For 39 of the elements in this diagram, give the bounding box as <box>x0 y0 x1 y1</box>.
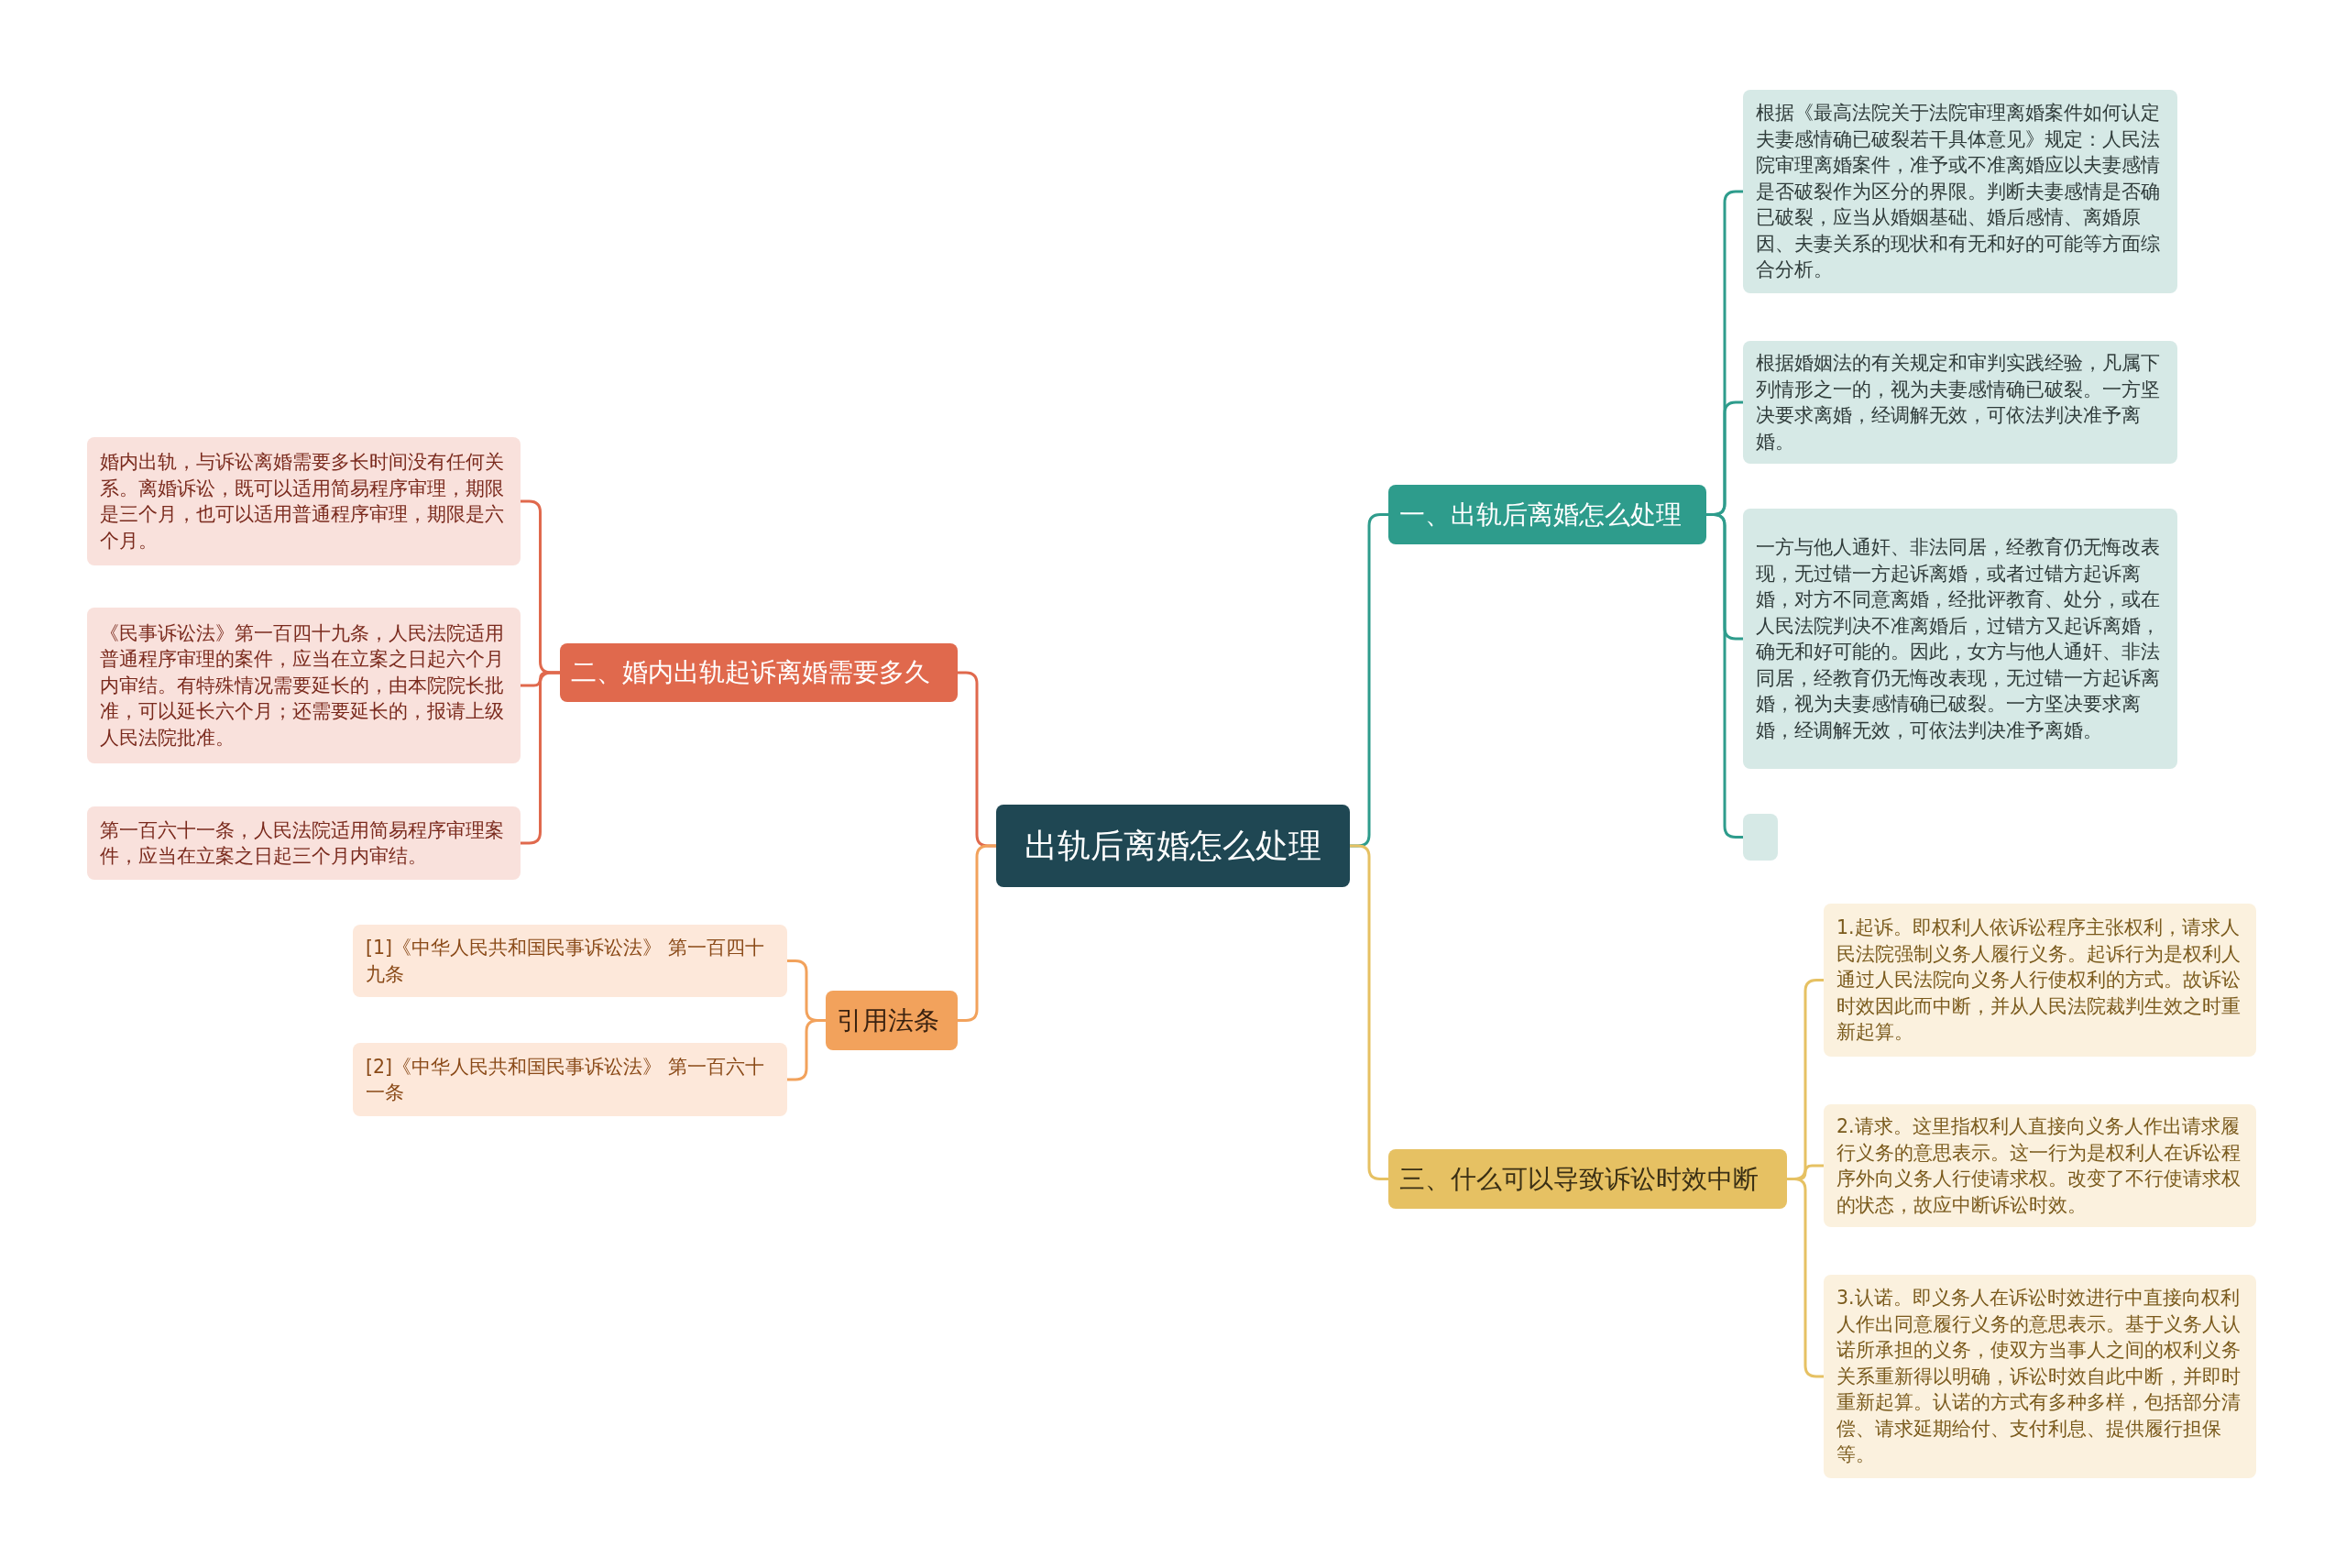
branch-topic-box <box>1388 485 1706 544</box>
note-text: 《民事诉讼法》第一百四十九条，人民法院适用普通程序审理的案件，应当在立案之日起六个月内审结。有特殊情况需要延长的，由本院院长批准，可以延长六个月；还需要延长的，报请上级人民法院批准。 <box>100 620 505 751</box>
branch-topic: 一、出轨后离婚怎么处理 <box>1399 499 1683 531</box>
note-text: 婚内出轨，与诉讼离婚需要多长时间没有任何关系。离婚诉讼，既可以适用简易程序审理，期限是三个月，也可以适用普通程序审理，期限是六个月。 <box>100 450 505 554</box>
note-box <box>353 925 787 997</box>
empty-note-box <box>1743 814 1778 861</box>
note-box <box>1743 341 2177 464</box>
note-text: 根据婚姻法的有关规定和审判实践经验，凡属下列情形之一的，视为夫妻感情确已破裂。一方坚决要求离婚，经调解无效，可依法判决准予离婚。 <box>1756 351 2161 455</box>
note-text: 一方与他人通奸、非法同居，经教育仍无悔改表现，无过错一方起诉离婚，或者过错方起诉离婚，对方不同意离婚，经批评教育、处分，或在人民法院判决不准离婚后，过错方又起诉离婚，确无和好可能的。因此，女方与他人通奸、非法同居，经教育仍无悔改表现，无过错一方起诉离婚，视为夫妻感情确已破裂。一方坚决要求离婚，经调解无效，可依法判决准予离婚。 <box>1756 535 2161 743</box>
connector-line <box>1706 513 1743 839</box>
note-box <box>87 437 521 565</box>
connector-line <box>787 1019 826 1081</box>
branch-topic-box <box>560 643 958 702</box>
note-box <box>1743 90 2177 293</box>
note-text: [2]《中华人民共和国民事诉讼法》 第一百六十一条 <box>366 1054 765 1105</box>
note-text: [1]《中华人民共和国民事诉讼法》 第一百四十九条 <box>366 936 765 987</box>
note-box <box>1743 509 2177 769</box>
note-text: 3.认诺。即义务人在诉讼时效进行中直接向权利人作出同意履行义务的意思表示。基于义务人认诺所承担的义务，使双方当事人之间的权利义务关系重新得以明确，诉讼时效自此中断，并即时重新起算。认诺的方式有多种多样，包括部分清偿、请求延期给付、支付利息、提供履行担保等。 <box>1836 1286 2242 1468</box>
note-text: 1.起诉。即权利人依诉讼程序主张权利，请求人民法院强制义务人履行义务。起诉行为是权利人通过人民法院向义务人行使权利的方式。故诉讼时效因此而中断，并从人民法院裁判生效之时重新起算。 <box>1836 916 2242 1046</box>
connector-line <box>958 844 996 1022</box>
note-text: 根据《最高法院关于法院审理离婚案件如何认定夫妻感情确已破裂若干具体意见》规定：人民法院审理离婚案件，准予或不准离婚应以夫妻感情是否破裂作为区分的界限。判断夫妻感情是否确已破裂，应当从婚姻基础、婚后感情、离婚原因、夫妻关系的现状和有无和好的可能等方面综合分析。 <box>1756 101 2161 283</box>
branch-topic: 三、什么可以导致诉讼时效中断 <box>1399 1163 1760 1195</box>
central-topic-box <box>996 805 1350 887</box>
connector-line <box>521 671 560 845</box>
note-box <box>1824 1275 2256 1478</box>
note-box <box>1824 1104 2256 1227</box>
branch-topic-box <box>826 991 958 1050</box>
note-text: 第一百六十一条，人民法院适用简易程序审理案件，应当在立案之日起三个月内审结。 <box>100 817 505 869</box>
branch-topic-box <box>1388 1149 1787 1209</box>
note-box <box>353 1043 787 1116</box>
branch-topic: 引用法条 <box>837 1004 940 1036</box>
connector-line <box>1350 844 1388 1180</box>
branch-topic: 二、婚内出轨起诉离婚需要多久 <box>571 657 931 688</box>
connector-line <box>1787 1178 1824 1378</box>
note-box <box>1824 904 2256 1057</box>
central-topic: 出轨后离婚怎么处理 <box>1024 826 1322 866</box>
note-box <box>87 608 521 763</box>
note-text: 2.请求。这里指权利人直接向义务人作出请求履行义务的意思表示。这一行为是权利人在诉讼程序外向义务人行使请求权。改变了不行使请求权的状态，故应中断诉讼时效。 <box>1836 1114 2242 1218</box>
note-box <box>87 806 521 880</box>
